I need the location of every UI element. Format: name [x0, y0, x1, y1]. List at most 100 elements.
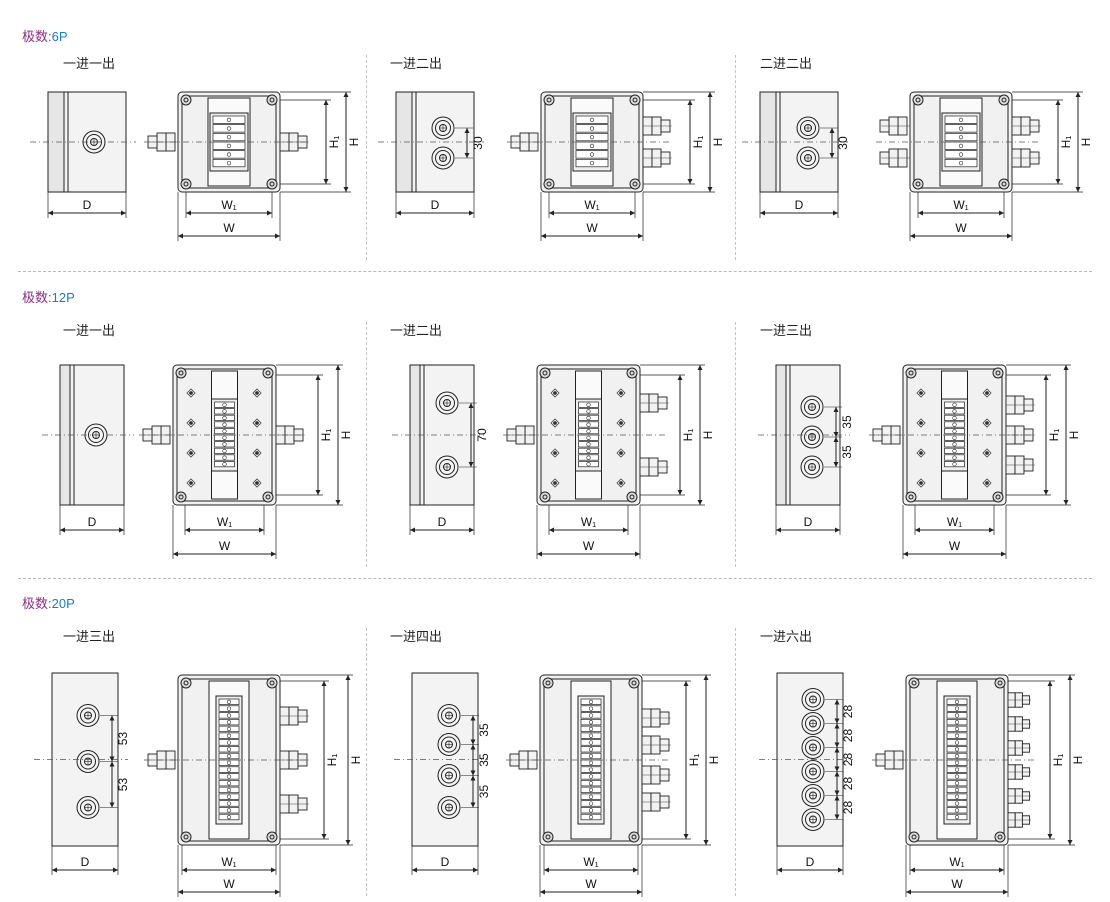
poles-header-12p: 极数:12P	[22, 287, 75, 306]
cable-gland-icon	[1011, 148, 1041, 168]
corner-screw-icon	[542, 831, 554, 843]
spacing-label: 28	[841, 729, 855, 743]
mount-point-icon	[982, 478, 992, 488]
dim-inner-height-label: H₁	[325, 754, 339, 767]
corner-screw-icon	[912, 178, 924, 190]
mount-point-icon	[982, 388, 992, 398]
dim-height-label: H	[1079, 138, 1093, 147]
cable-entry-icon	[796, 146, 820, 170]
corner-screw-icon	[539, 367, 551, 379]
mount-point-icon	[616, 418, 626, 428]
terminal-block-icon	[575, 398, 602, 472]
column-separator	[366, 55, 367, 260]
column-separator	[366, 628, 367, 896]
corner-screw-icon	[629, 178, 641, 190]
dim-depth-label: D	[88, 515, 97, 529]
terminal-block-icon	[209, 112, 249, 172]
dim-height-label: H	[701, 431, 715, 440]
dim-depth-label: D	[83, 198, 92, 212]
dim-inner-width-label: W₁	[217, 515, 232, 529]
corner-screw-icon	[266, 94, 278, 106]
cable-gland-icon	[639, 457, 669, 477]
cable-entry-icon	[431, 116, 455, 140]
mount-point-icon	[252, 418, 262, 428]
spacing-label: 35	[477, 753, 491, 767]
dim-inner-height-label: H₁	[687, 754, 701, 767]
mount-point-icon	[982, 418, 992, 428]
mount-point-icon	[616, 478, 626, 488]
corner-screw-icon	[998, 94, 1010, 106]
cable-entry-icon	[801, 760, 825, 783]
spacing-label: 53	[116, 732, 130, 746]
cable-gland-icon	[879, 116, 910, 136]
corner-screw-icon	[266, 831, 278, 843]
corner-screw-icon	[905, 367, 917, 379]
cable-gland-icon	[641, 708, 671, 728]
cable-gland-icon	[1005, 455, 1035, 475]
spacing-label: 28	[841, 753, 855, 767]
dim-inner-width-label: W₁	[953, 198, 968, 212]
config-label: 一进四出	[390, 629, 443, 644]
poles-label: 极数:	[22, 29, 52, 44]
cable-entry-icon	[800, 395, 824, 419]
dim-height-label: H	[707, 756, 721, 765]
dim-height-label: H	[711, 138, 725, 147]
mount-point-icon	[186, 448, 196, 458]
cable-entry-icon	[801, 736, 825, 759]
dim-height-label: H	[1071, 756, 1085, 765]
dim-inner-height-label: H₁	[1051, 754, 1065, 767]
cable-gland-icon	[1005, 395, 1035, 415]
poles-label: 极数:	[22, 290, 52, 305]
cable-entry-icon	[435, 391, 459, 415]
cable-gland-icon	[1007, 716, 1032, 732]
corner-screw-icon	[629, 94, 641, 106]
cable-entry-icon	[437, 704, 461, 727]
poles-label: 极数:	[22, 596, 52, 611]
cable-gland-icon	[1007, 692, 1032, 708]
cable-gland-icon	[879, 148, 910, 168]
cable-gland-icon	[1007, 812, 1032, 828]
config-label: 一进一出	[63, 56, 116, 71]
corner-screw-icon	[175, 367, 187, 379]
column-separator	[735, 322, 736, 567]
cable-gland-icon	[641, 765, 671, 785]
dim-width-label: W	[223, 221, 235, 235]
corner-screw-icon	[998, 178, 1010, 190]
terminal-block-icon	[572, 112, 612, 172]
mount-point-icon	[550, 448, 560, 458]
corner-screw-icon	[992, 491, 1004, 503]
cable-entry-icon	[76, 750, 100, 773]
spacing-label: 28	[841, 705, 855, 719]
poles-value: 12P	[51, 290, 75, 305]
mount-point-icon	[916, 418, 926, 428]
cable-gland-icon	[642, 148, 672, 168]
dim-inner-height-label: H₁	[1047, 429, 1061, 442]
dim-width-label: W	[219, 539, 231, 553]
config-label: 一进三出	[760, 323, 813, 338]
dim-inner-width-label: W₁	[584, 198, 599, 212]
dim-inner-width-label: W₁	[583, 855, 598, 869]
dim-depth-label: D	[804, 515, 813, 529]
dim-inner-width-label: W₁	[221, 855, 236, 869]
config-label: 一进三出	[63, 629, 116, 644]
corner-screw-icon	[180, 94, 192, 106]
config-label: 一进六出	[760, 629, 813, 644]
dim-depth-label: D	[438, 515, 447, 529]
spacing-label: 28	[841, 777, 855, 791]
cable-entry-icon	[76, 796, 100, 819]
cable-entry-icon	[796, 116, 820, 140]
corner-screw-icon	[266, 677, 278, 689]
column-separator	[735, 628, 736, 896]
spacing-label: 53	[116, 778, 130, 792]
mount-point-icon	[550, 478, 560, 488]
corner-screw-icon	[262, 491, 274, 503]
dim-width-label: W	[586, 221, 598, 235]
corner-screw-icon	[908, 677, 920, 689]
dim-inner-width-label: W₁	[947, 515, 962, 529]
config-label: 二进二出	[760, 56, 813, 71]
